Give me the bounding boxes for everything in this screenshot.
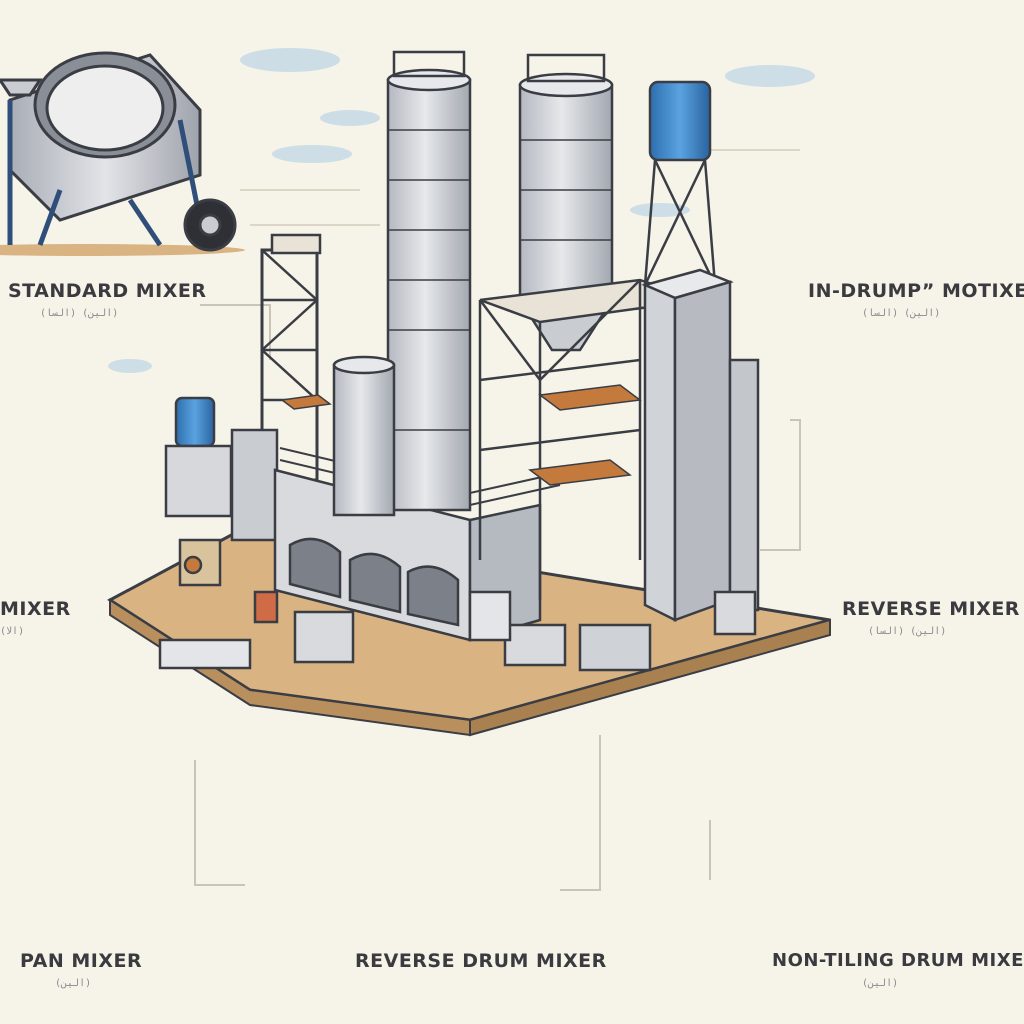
batching-plant [158,50,760,672]
label-standard-mixer: STANDARD MIXER [8,280,207,302]
standard-mixer-illustration [0,51,245,256]
wood-decks [280,384,642,486]
label-pan-mixer: PAN MIXER [20,950,143,972]
label-non-tilting-drum-mixer: NON-TILING DRUM MIXER [772,950,1024,971]
silo-rear-left [332,355,396,517]
sublabel-reverse-mixer: (السا) (الين) [868,626,947,637]
sublabel-in-drum-mixer: (السا) (الين) [862,308,941,319]
label-in-drum-mixer: IN-DRUMP” MOTIXER [808,280,1024,302]
sublabel-left-mid-mixer: (الا) [0,626,25,637]
sublabel-pan-mixer: (الين) [55,978,92,989]
left-water-tank [164,396,279,542]
silo-left [386,50,472,512]
water-tower [643,80,717,286]
sublabel-standard-mixer: (السا) (الين) [40,308,119,319]
label-reverse-drum-mixer: REVERSE DRUM MIXER [355,950,607,972]
sublabel-non-tilting-drum-mixer: (الين) [862,978,899,989]
horizon-lines [240,149,800,226]
building-bays [288,537,460,627]
label-left-mid-mixer: MIXER [0,598,71,620]
front-equipment [158,538,757,672]
right-building [641,268,760,623]
label-reverse-mixer: REVERSE MIXER [842,598,1020,620]
sky-clouds [108,48,815,373]
